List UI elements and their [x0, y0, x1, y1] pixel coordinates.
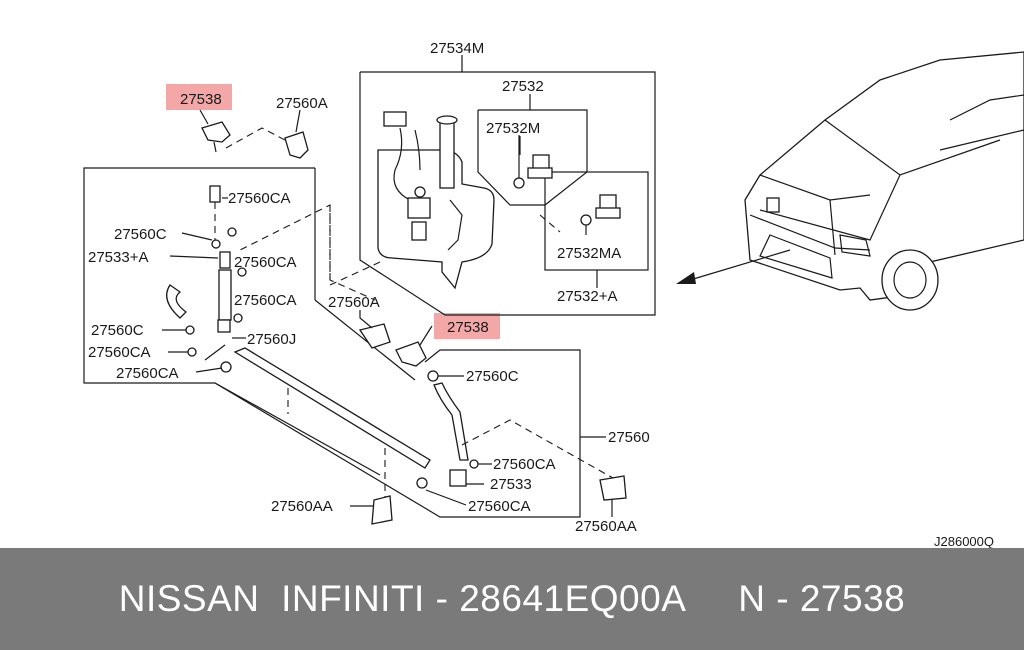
bracket-27560AA-right — [599, 475, 627, 501]
filler-neck — [439, 117, 455, 189]
label-27532M: 27532M — [486, 120, 540, 137]
long-hose — [233, 347, 431, 469]
dash-pump-link — [539, 214, 561, 233]
grommet-27532M — [513, 177, 525, 189]
hose-right — [433, 382, 469, 461]
washer-tank — [377, 149, 495, 290]
label-27560A-mid: 27560A — [328, 294, 380, 311]
label-27560CA-4: 27560CA — [88, 344, 151, 361]
label-27533A: 27533+A — [88, 249, 148, 266]
pump-nozzle — [411, 221, 427, 241]
clip-27560CA-4 — [187, 347, 197, 357]
dash-tank-link — [329, 261, 381, 286]
clip-27560CA-6 — [469, 459, 479, 469]
label-27534M: 27534M — [430, 40, 484, 57]
clip-27560CA-2 — [237, 267, 247, 277]
connector-27533A — [219, 251, 231, 269]
hose-segment — [218, 269, 232, 321]
bracket-27560A-top — [284, 131, 309, 159]
washer-pump — [407, 197, 431, 219]
label-27560CA-2: 27560CA — [234, 254, 297, 271]
label-27538-top: 27538 — [180, 91, 222, 108]
label-27560J: 27560J — [247, 331, 296, 348]
label-27560C-1: 27560C — [114, 226, 167, 243]
label-27532A: 27532+A — [557, 288, 617, 305]
pump-27532M-body — [527, 167, 553, 179]
label-27538-mid: 27538 — [447, 319, 489, 336]
label-27560CA-3: 27560CA — [234, 292, 297, 309]
diagram-code: J286000Q — [934, 534, 994, 548]
nozzle-27538-mid — [395, 341, 427, 367]
clip-27560CA-7 — [416, 477, 428, 489]
label-27560C-2: 27560C — [91, 322, 144, 339]
arrow-head-icon — [676, 272, 696, 284]
connector-27533 — [449, 469, 467, 487]
label-27560CA-5: 27560CA — [116, 365, 179, 382]
left-hose-group — [83, 109, 581, 525]
label-27560CA-7: 27560CA — [468, 498, 531, 515]
tank-connector — [383, 111, 407, 127]
parts-diagram: 27534M 27532 27532M 27532MA 27532+A 2753… — [83, 40, 1024, 548]
label-27560CA-6: 27560CA — [493, 456, 556, 473]
nozzle-27538-top — [201, 121, 231, 143]
filler-cap — [436, 115, 458, 125]
footer-bar: NISSAN INFINITI - 28641EQ00A N - 27538 — [0, 548, 1024, 650]
clip-27560C-3 — [427, 370, 439, 382]
pump-grommet — [414, 186, 426, 198]
clip-27560CA-3 — [233, 313, 243, 323]
label-27532MA: 27532MA — [557, 245, 621, 262]
reservoir-group — [359, 55, 656, 316]
grommet-27532MA — [580, 214, 592, 226]
vehicle-illustration — [744, 51, 1024, 311]
label-27560CA-1: 27560CA — [228, 190, 291, 207]
bracket-27560AA-left — [371, 495, 393, 525]
clip-27560C-2 — [185, 325, 195, 335]
label-27560: 27560 — [608, 429, 650, 446]
pump-27532M — [532, 154, 550, 170]
right-hose-group — [239, 204, 627, 517]
footer-part-number: NISSAN INFINITI - 28641EQ00A N - 27538 — [118, 578, 906, 619]
bracket-27560A-mid — [358, 323, 391, 349]
highlight-27538-top — [166, 84, 232, 110]
label-27560AA-1: 27560AA — [271, 498, 333, 515]
label-27560AA-2: 27560AA — [575, 518, 637, 535]
hose-joint-1 — [209, 185, 221, 203]
leader-lines — [162, 136, 606, 507]
label-27560C-3: 27560C — [466, 368, 519, 385]
label-27533: 27533 — [490, 476, 532, 493]
hose-clip-lower — [217, 319, 231, 333]
clip-27560CA-1 — [227, 227, 237, 237]
clip-27560CA-5 — [220, 361, 232, 373]
label-27560A-top: 27560A — [276, 95, 328, 112]
pump-27532MA-body — [595, 207, 621, 219]
highlight-27538-mid — [434, 313, 500, 339]
pointer-arrow — [689, 249, 791, 281]
label-27532: 27532 — [502, 78, 544, 95]
hose-elbow — [166, 284, 187, 319]
clip-27560C-1 — [211, 239, 221, 249]
pump-27532MA — [599, 194, 617, 210]
